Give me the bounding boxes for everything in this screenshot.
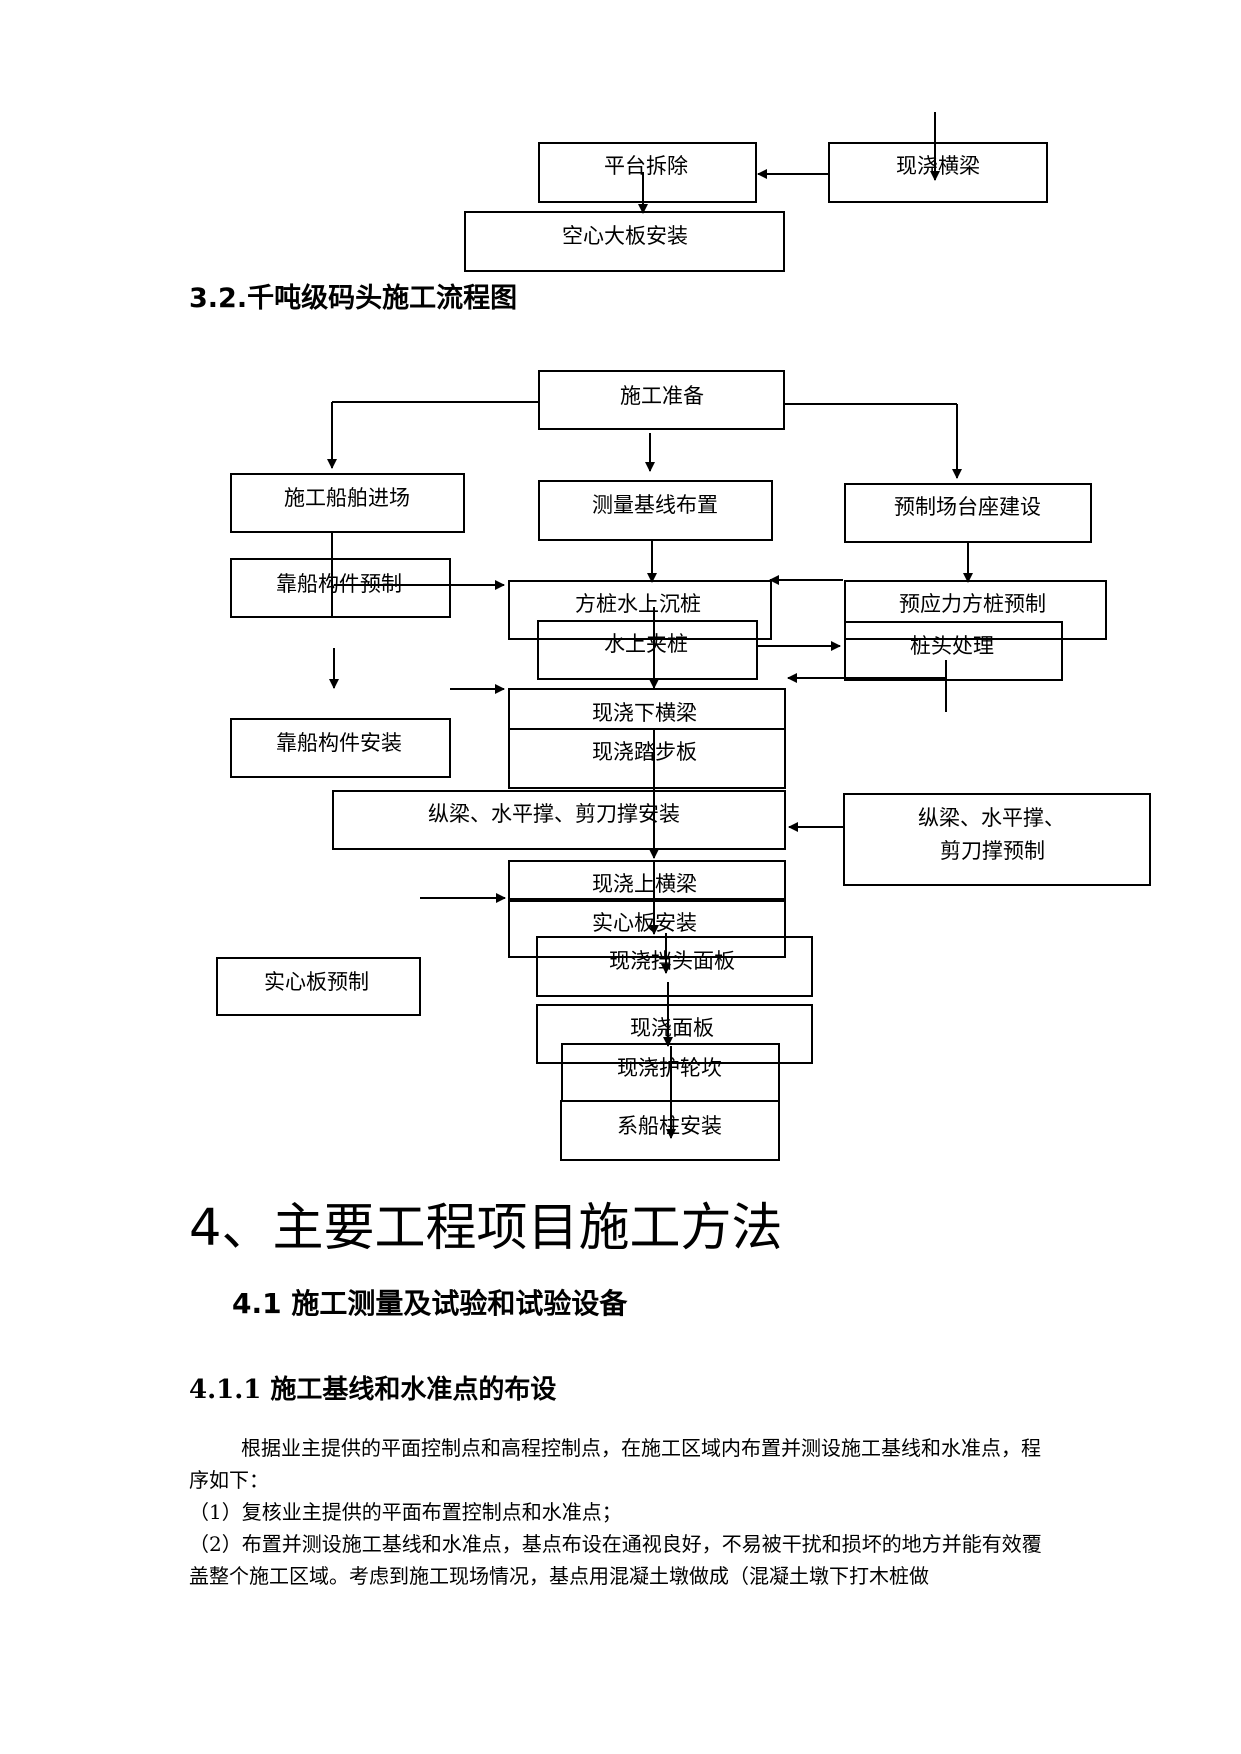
paragraph-1: 根据业主提供的平面控制点和高程控制点，在施工区域内布置并测设施工基线和水准点，程… <box>189 1436 1041 1492</box>
label-hollow-slab-install: 空心大板安装 <box>562 224 688 248</box>
box-stringer-prefab <box>843 793 1151 886</box>
label-fender-install: 靠船构件安装 <box>276 731 402 755</box>
box-end-panel <box>536 936 813 997</box>
section-3-2-title: 3.2.千吨级码头施工流程图 <box>189 283 518 314</box>
label-prefab-yard: 预制场台座建设 <box>894 495 1041 519</box>
box-platform-removal <box>538 142 757 203</box>
section-4-1-1-title: 4.1.1 施工基线和水准点的布设 <box>189 1375 557 1405</box>
label-pile-driving: 方桩水上沉桩 <box>575 592 701 616</box>
label-construction-prep: 施工准备 <box>620 384 704 408</box>
box-pile-head <box>844 621 1063 681</box>
paragraph-3: （2）布置并测设施工基线和水准点，基点布设在通视良好，不易被干扰和损坏的地方并能… <box>189 1532 1042 1588</box>
label-vessel-entry: 施工船舶进场 <box>284 486 410 510</box>
box-fender-prefab <box>230 558 451 618</box>
label-cast-step-slab: 现浇踏步板 <box>592 740 697 764</box>
label-pile-clamping: 水上夹桩 <box>604 632 688 656</box>
box-vessel-entry <box>230 473 465 533</box>
box-survey-baseline <box>538 480 773 541</box>
label-survey-baseline: 测量基线布置 <box>592 493 718 517</box>
label-solid-slab-install: 实心板安装 <box>592 911 697 935</box>
box-prestressed-pile-prefab <box>844 580 1107 640</box>
label-cast-crossbeam: 现浇横梁 <box>896 154 980 178</box>
box-pile-clamping <box>537 620 758 680</box>
label-stringer-prefab-line1: 纵梁、水平撑、 <box>918 806 1065 830</box>
label-prestressed-pile-prefab: 预应力方桩预制 <box>899 592 1046 616</box>
box-solid-slab-install <box>508 898 786 958</box>
label-lower-crossbeam: 现浇下横梁 <box>592 701 697 725</box>
box-solid-slab-prefab <box>216 957 421 1016</box>
box-cast-step-slab <box>508 728 786 789</box>
box-prefab-yard <box>844 483 1092 543</box>
box-pile-driving <box>508 580 772 640</box>
label-cast-deck: 现浇面板 <box>630 1016 714 1040</box>
section-4-title: 4、主要工程项目施工方法 <box>189 1199 783 1258</box>
paragraph-2: （1）复核业主提供的平面布置控制点和水准点； <box>189 1500 622 1524</box>
label-fender-prefab: 靠船构件预制 <box>276 572 402 596</box>
box-bollard-install <box>560 1100 780 1161</box>
box-hollow-slab-install <box>464 211 785 272</box>
label-pile-head: 桩头处理 <box>910 634 994 658</box>
box-fender-install <box>230 718 451 778</box>
box-cast-deck <box>536 1004 813 1064</box>
label-stringer-install: 纵梁、水平撑、剪刀撑安装 <box>428 802 680 826</box>
box-upper-crossbeam <box>508 860 786 902</box>
label-platform-removal: 平台拆除 <box>604 154 688 178</box>
label-stringer-prefab-line2: 剪刀撑预制 <box>940 839 1045 863</box>
section-4-1-title: 4.1 施工测量及试验和试验设备 <box>232 1287 628 1320</box>
label-upper-crossbeam: 现浇上横梁 <box>592 872 697 896</box>
label-solid-slab-prefab: 实心板预制 <box>264 970 369 994</box>
box-cast-crossbeam <box>828 142 1048 203</box>
label-end-panel: 现浇挡头面板 <box>609 949 735 973</box>
label-bollard-install: 系船柱安装 <box>617 1114 722 1138</box>
box-construction-prep <box>538 370 785 430</box>
label-wheel-guard: 现浇护轮坎 <box>617 1056 722 1080</box>
box-stringer-install <box>332 790 786 850</box>
